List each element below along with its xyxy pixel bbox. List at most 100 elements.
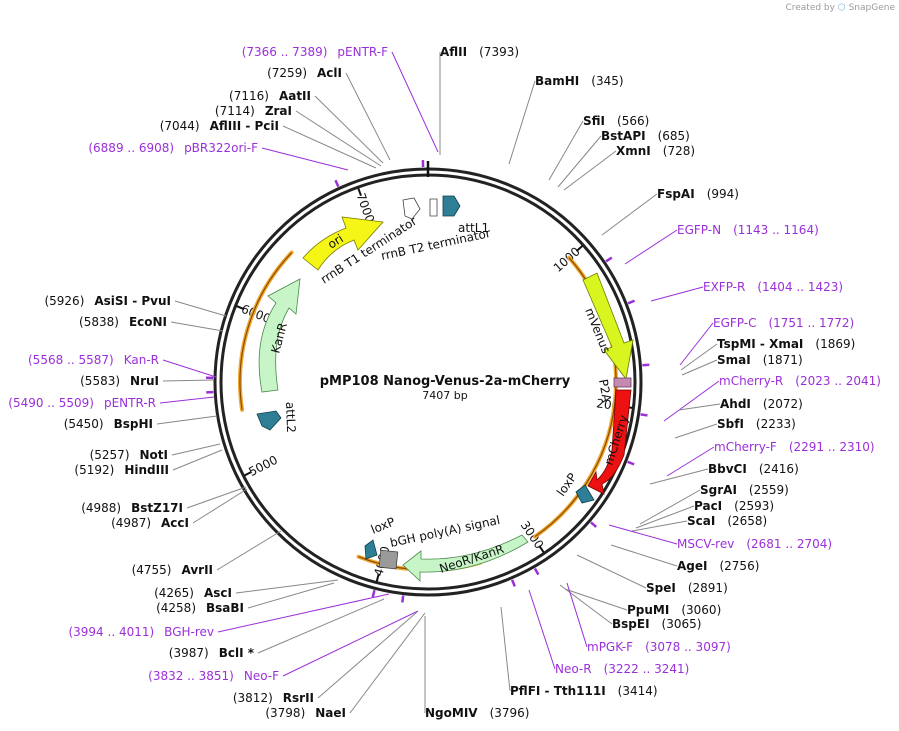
site-label[interactable]: PflFI - Tth111I(3414) [510,684,658,698]
site-label[interactable]: AhdI (2072) [720,397,803,411]
site-label[interactable]: mCherry-F(2291 .. 2310) [714,440,875,454]
site-label[interactable]: ScaI(2658) [687,514,767,528]
attl1-feature-arrow[interactable] [442,195,461,217]
label-leader [557,135,602,188]
site-label[interactable]: HindIII(5192) [74,463,169,477]
site-label[interactable]: mPGK-F(3078 .. 3097) [587,640,731,654]
primer-mark [590,521,598,528]
site-label[interactable]: pENTR-R(5490 .. 5509) [8,396,156,410]
site-name: AflII [440,45,467,59]
site-label[interactable]: BGH-rev(3994 .. 4011) [68,625,214,639]
site-name: TspMI - XmaI [717,337,803,351]
site-label[interactable]: BstZ17I(4988) [81,501,183,515]
primer-mark [627,460,635,466]
site-label[interactable]: AflII(7393) [440,45,519,59]
site-name: BspEI [612,617,650,631]
site-label[interactable]: XmnI(728) [616,144,695,158]
site-label[interactable]: BstAPI(685) [601,129,690,143]
label-leader [528,589,556,670]
site-label[interactable]: NaeI(3798) [265,706,346,720]
site-position: (5568 .. 5587) [28,353,114,367]
site-label[interactable]: RsrII(3812) [233,691,314,705]
site-label[interactable]: PacI (2593) [694,499,774,513]
site-label[interactable]: Kan-R(5568 .. 5587) [28,353,159,367]
p2a-feature-box[interactable] [613,377,632,388]
site-label[interactable]: FspAI(994) [657,187,739,201]
site-name: EcoNI [129,315,167,329]
site-label[interactable]: pENTR-F(7366 .. 7389) [242,45,388,59]
p2a-label: P2A [596,378,614,404]
label-leader [601,193,658,236]
kanr-feature-arrow[interactable] [258,278,301,393]
site-position: (3065) [662,617,702,631]
plasmid-title-block: pMP108 Nanog-Venus-2a-mCherry 7407 bp [320,374,571,402]
site-label[interactable]: SbfI(2233) [717,417,796,431]
site-label[interactable]: Neo-R(3222 .. 3241) [555,662,689,676]
rrnb-t1-feature-arrow[interactable] [402,197,421,220]
label-leader [566,582,588,648]
site-position: (2593) [734,499,774,513]
site-label[interactable]: pBR322ori-F(6889 .. 6908) [88,141,258,155]
site-name: MSCV-rev [677,537,734,551]
bgh-feature-box[interactable] [378,549,399,570]
site-label[interactable]: SfiI(566) [583,114,649,128]
site-name: SgrAI [700,483,737,497]
site-label[interactable]: AclI(7259) [267,66,342,80]
site-label[interactable]: Neo-F(3832 .. 3851) [148,669,279,683]
label-leader [162,379,215,382]
site-label[interactable]: SpeI(2891) [646,581,728,595]
site-label[interactable]: EcoNI (5838) [79,315,167,329]
site-label[interactable]: EXFP-R(1404 .. 1423) [703,280,843,294]
site-label[interactable]: ZraI(7114) [215,104,292,118]
loxp-bottom-feature[interactable] [364,539,378,560]
plasmid-name: pMP108 Nanog-Venus-2a-mCherry [320,374,571,389]
site-label[interactable]: MSCV-rev(2681 .. 2704) [677,537,832,551]
site-label[interactable]: AscI(4265) [154,586,232,600]
orange-arc-left-core [239,252,293,410]
site-label[interactable]: AgeI(2756) [677,559,759,573]
primer-mark [533,567,540,576]
site-label[interactable]: BamHI(345) [535,74,624,88]
site-name: AhdI [720,397,751,411]
site-label[interactable]: SmaI(1871) [717,353,803,367]
site-label[interactable]: NotI(5257) [90,448,168,462]
site-label[interactable]: BspEI (3065) [612,617,701,631]
site-label[interactable]: SgrAI(2559) [700,483,789,497]
site-label[interactable]: PpuMI(3060) [627,603,721,617]
site-label[interactable]: EGFP-N(1143 .. 1164) [677,223,819,237]
site-label[interactable]: AsiSI - PvuI(5926) [44,294,171,308]
site-label[interactable]: NruI(5583) [80,374,159,388]
site-label[interactable]: mCherry-R(2023 .. 2041) [719,374,881,388]
site-label[interactable]: NgoMIV(3796) [425,706,529,720]
site-label[interactable]: EGFP-C(1751 .. 1772) [713,316,854,330]
site-label[interactable]: BbvCI(2416) [708,462,799,476]
site-name: ScaI [687,514,715,528]
site-name: mCherry-R [719,374,783,388]
attl2-feature-arrow[interactable] [256,410,282,431]
site-label[interactable]: AvrII(4755) [132,563,213,577]
site-label[interactable]: AccI(4987) [111,516,189,530]
site-label[interactable]: BclI *(3987) [169,646,255,660]
neokan-feature-arrow[interactable] [402,534,529,582]
mcherry-feature-arrow[interactable] [587,389,632,495]
site-name: AgeI [677,559,707,573]
site-name: EGFP-N [677,223,721,237]
site-name: HindIII [124,463,169,477]
site-position: (1869) [815,337,855,351]
site-position: (4988) [81,501,121,515]
site-label[interactable]: BspHI(5450) [64,417,153,431]
site-label[interactable]: BsaBI(4258) [156,601,244,615]
rrnb-t2-feature-arrow[interactable] [429,198,438,217]
site-label[interactable]: AflIII - PciI(7044) [160,119,279,133]
site-position: (2072) [763,397,803,411]
site-position: (2891) [688,581,728,595]
loxp-right-feature[interactable] [575,484,595,504]
ori-feature-arrow[interactable] [302,216,384,271]
site-label[interactable]: TspMI - XmaI (1869) [717,337,855,351]
site-name: PacI [694,499,722,513]
tick-mark [538,545,545,553]
site-position: (5838) [79,315,119,329]
mvenus-feature-arrow[interactable] [582,272,634,380]
site-labels: pENTR-F(7366 .. 7389) AflII(7393) AclI(725… [8,45,881,720]
site-label[interactable]: AatII(7116) [229,89,311,103]
